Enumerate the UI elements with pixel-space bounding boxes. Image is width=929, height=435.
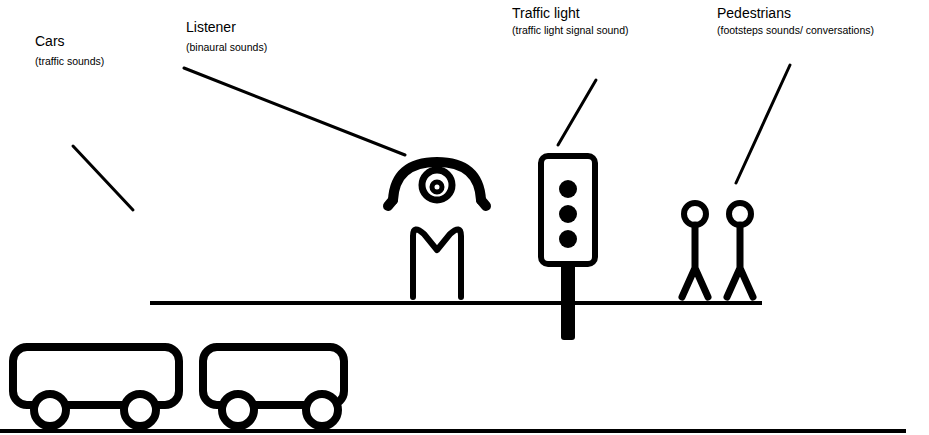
sidewalk-line bbox=[150, 301, 762, 305]
traffic-light-lamp bbox=[559, 180, 577, 198]
traffic-light-lamp bbox=[559, 205, 577, 223]
leader-line bbox=[184, 68, 405, 155]
traffic-light-pole bbox=[561, 264, 575, 340]
sound-description: (traffic light signal sound) bbox=[512, 25, 629, 37]
listener-face bbox=[432, 182, 442, 192]
leader-line bbox=[73, 146, 133, 210]
object-name: Listener bbox=[186, 20, 236, 35]
car-wheel bbox=[124, 394, 156, 426]
leader-line bbox=[736, 65, 790, 183]
traffic-light-lamp bbox=[559, 230, 577, 248]
car-wheel bbox=[34, 394, 66, 426]
object-name: Pedestrians bbox=[717, 6, 791, 21]
sound-description: (traffic sounds) bbox=[35, 56, 104, 68]
car-wheel bbox=[222, 394, 254, 426]
car-wheel bbox=[306, 394, 338, 426]
listener-head bbox=[422, 170, 452, 200]
object-name: Traffic light bbox=[512, 6, 580, 21]
pedestrian-body bbox=[727, 225, 753, 297]
sound-description: (footsteps sounds/ conversations) bbox=[717, 25, 874, 37]
traffic-light-housing bbox=[541, 156, 595, 264]
object-name: Cars bbox=[35, 34, 65, 49]
listener-hair bbox=[393, 162, 481, 200]
listener-body bbox=[413, 229, 461, 297]
leader-line bbox=[558, 80, 596, 145]
pedestrian-body bbox=[682, 225, 708, 297]
road-line bbox=[0, 429, 906, 433]
sound-description: (binaural sounds) bbox=[186, 42, 267, 54]
